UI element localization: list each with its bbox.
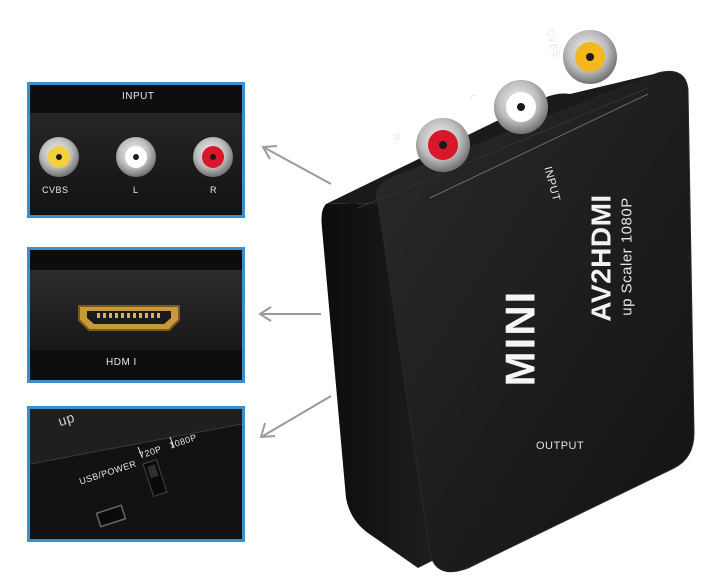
- left-audio-jack: [116, 137, 156, 177]
- cvbs-jack: [39, 137, 79, 177]
- device-brand-logo: MINI: [496, 289, 544, 387]
- device-model-text: AV2HDMI: [585, 194, 617, 322]
- left-jack-label: L: [133, 185, 139, 195]
- hdmi-port-icon: [75, 302, 183, 334]
- device-right-jack: [416, 118, 470, 172]
- device-subtitle-text: up Scaler 1080P: [618, 197, 636, 316]
- arrow-to-input-icon: [255, 140, 335, 190]
- device-body: [318, 28, 703, 583]
- hdmi-closeup-panel: HDM I: [27, 247, 245, 383]
- input-closeup-panel: INPUT CVBS L R: [27, 82, 245, 218]
- right-audio-jack: [193, 137, 233, 177]
- device-left-jack: [494, 80, 548, 134]
- cvbs-jack-label: CVBS: [42, 185, 69, 195]
- device-output-label: OUTPUT: [536, 440, 585, 452]
- power-closeup-panel: up USB/POWER 720P 1080P: [27, 406, 245, 542]
- power-panel-surface: [30, 409, 242, 539]
- arrow-to-power-icon: [255, 392, 335, 442]
- arrow-to-hdmi-icon: [255, 304, 325, 324]
- hdmi-label: HDM I: [106, 357, 137, 368]
- input-panel-title: INPUT: [122, 91, 155, 102]
- right-jack-label: R: [210, 185, 217, 195]
- device-cvbs-jack: [563, 30, 617, 84]
